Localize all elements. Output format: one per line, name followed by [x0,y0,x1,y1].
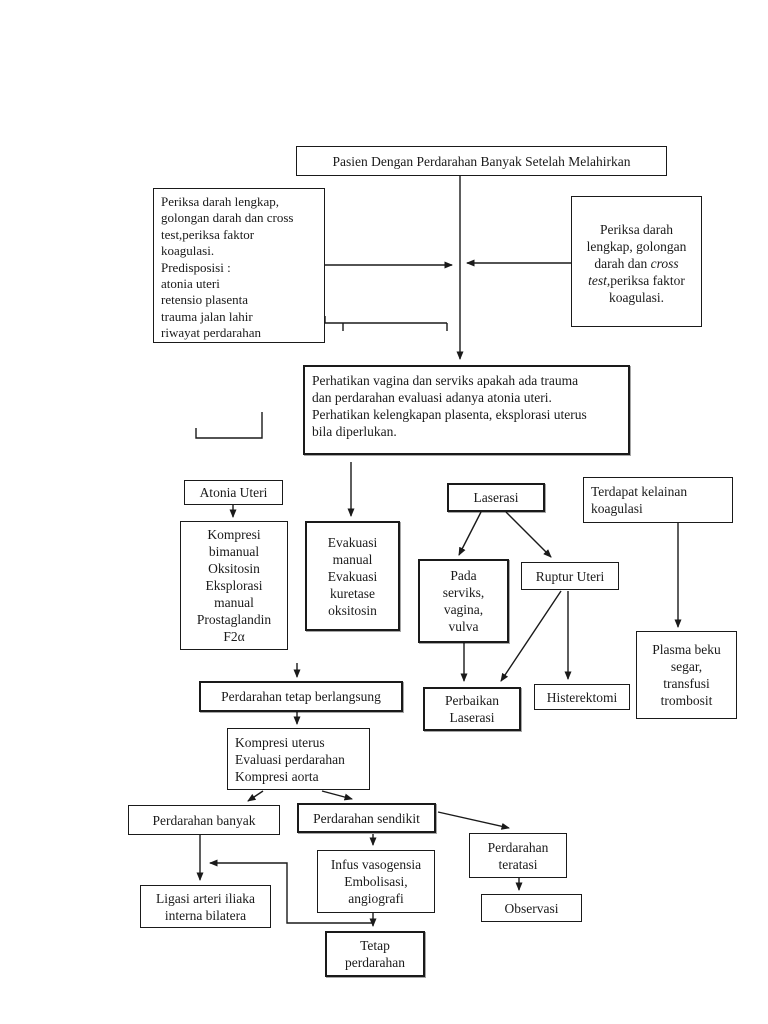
arrow-ruptur-to-perbaikan [500,590,562,682]
node-kelainan-koagulasi: Terdapat kelainan koagulasi [583,477,733,523]
node-plasma-beku: Plasma beku segar, transfusi trombosit [636,631,737,719]
node-pada-serviks: Pada serviks, vagina, vulva [418,559,509,643]
node-perdarahan-tetap: Perdarahan tetap berlangsung [199,681,403,712]
arrow-laserasi-to-serviks [458,511,482,556]
node-laserasi: Laserasi [447,483,545,512]
node-observasi: Observasi [481,894,582,922]
node-perhatikan: Perhatikan vagina dan serviks apakah ada… [303,365,630,455]
node-perbaikan-laserasi: Perbaikan Laserasi [423,687,521,731]
node-atonia-uteri: Atonia Uteri [184,480,283,505]
node-infus: Infus vasogensia Embolisasi, angiografi [317,850,435,913]
node-pasien: Pasien Dengan Perdarahan Banyak Setelah … [296,146,667,176]
node-ligasi: Ligasi arteri iliaka interna bilatera [140,885,271,928]
node-periksa-kanan: Periksa darah lengkap, golongan darah da… [571,196,702,327]
arrow-sendikit-to-teratasi [437,811,510,830]
node-kompresi-bimanual: Kompresi bimanual Oksitosin Eksplorasi m… [180,521,288,650]
node-kompresi-uterus: Kompresi uterus Evaluasi perdarahan Komp… [227,728,370,790]
node-ruptur-uteri: Ruptur Uteri [521,562,619,590]
periksa-kanan-italic-text: cross test [588,256,679,288]
node-perdarahan-banyak: Perdarahan banyak [128,805,280,835]
node-tetap-perdarahan: Tetap perdarahan [325,931,425,977]
node-periksa-kiri: Periksa darah lengkap, golongan darah da… [153,188,325,343]
arrow-laserasi-to-ruptur [505,511,552,558]
node-evakuasi: Evakuasi manual Evakuasi kuretase oksito… [305,521,400,631]
periksa-kanan-text2: ,periksa faktor koagulasi. [606,273,685,305]
node-histerektomi: Histerektomi [534,684,630,710]
node-perdarahan-sendikit: Perdarahan sendikit [297,803,436,833]
arrow-to-perdarahan-banyak [247,790,264,802]
periksa-kanan-text: Periksa darah lengkap, golongan darah da… [586,222,687,271]
arrow-to-perdarahan-sendikit [321,790,353,801]
bracket-shape [195,412,263,439]
node-perdarahan-teratasi: Perdarahan teratasi [469,833,567,878]
